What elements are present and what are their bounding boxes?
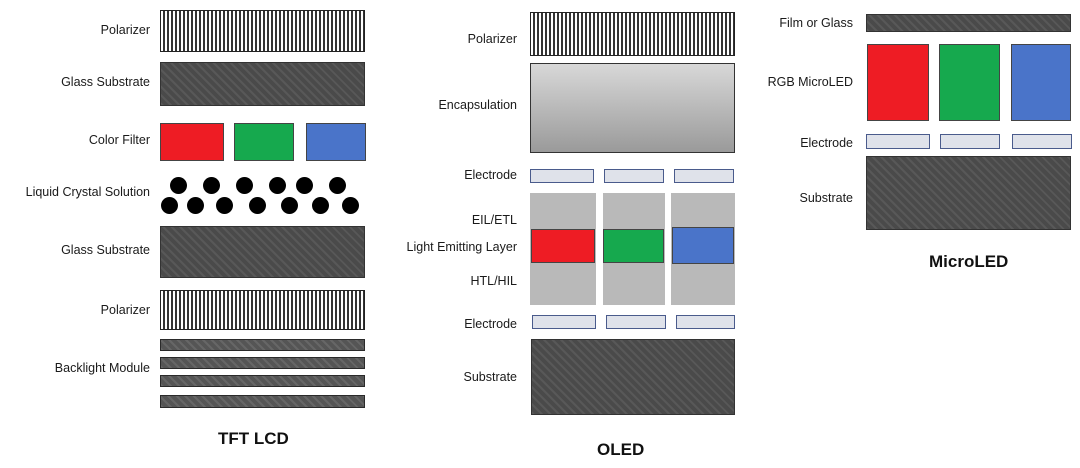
oled-emitter-green <box>603 229 664 263</box>
label-substrate: Substrate <box>463 370 517 384</box>
backlight-layer <box>160 339 365 351</box>
label-electrode-top: Electrode <box>464 168 517 182</box>
backlight-layer <box>160 357 365 369</box>
label-film-or-glass: Film or Glass <box>779 16 853 30</box>
lc-molecule <box>236 177 253 194</box>
lc-molecule <box>187 197 204 214</box>
microled-electrode <box>1012 134 1072 149</box>
oled-electrode-bottom <box>532 315 596 329</box>
microled-red <box>867 44 929 121</box>
label-rgb-microled: RGB MicroLED <box>767 75 853 89</box>
lc-molecule <box>296 177 313 194</box>
microled-blue <box>1011 44 1071 121</box>
label-light-emitting-layer: Light Emitting Layer <box>406 240 517 254</box>
lc-molecule <box>312 197 329 214</box>
microled-green <box>939 44 1000 121</box>
lcd-color-filter-red <box>160 123 224 161</box>
label-electrode: Electrode <box>800 136 853 150</box>
label-color-filter: Color Filter <box>88 133 150 147</box>
lc-molecule <box>170 177 187 194</box>
label-electrode-bottom: Electrode <box>464 317 517 331</box>
title-oled: OLED <box>597 440 645 459</box>
microled-film-or-glass <box>866 14 1071 32</box>
label-glass-substrate-bottom: Glass Substrate <box>61 243 150 257</box>
lc-molecule <box>203 177 220 194</box>
lcd-color-filter-green <box>234 123 294 161</box>
label-polarizer-top: Polarizer <box>100 23 150 37</box>
microled-substrate <box>866 156 1071 230</box>
label-polarizer-bottom: Polarizer <box>100 303 150 317</box>
lcd-polarizer-bottom <box>160 290 365 330</box>
title-tft-lcd: TFT LCD <box>218 429 289 448</box>
label-eil-etl: EIL/ETL <box>471 213 517 227</box>
label-encapsulation: Encapsulation <box>438 98 517 112</box>
lcd-glass-substrate-bottom <box>160 226 365 278</box>
oled-polarizer <box>530 12 735 56</box>
lcd-polarizer-top <box>160 10 365 52</box>
lc-molecule <box>329 177 346 194</box>
lc-molecule <box>161 197 178 214</box>
oled-electrode-bottom <box>676 315 735 329</box>
lc-molecule <box>269 177 286 194</box>
lcd-color-filter-blue <box>306 123 366 161</box>
microled-electrode <box>940 134 1000 149</box>
oled-electrode-top <box>674 169 734 183</box>
oled-electrode-bottom <box>606 315 666 329</box>
lcd-glass-substrate-top <box>160 62 365 106</box>
lc-molecule <box>216 197 233 214</box>
label-htl-hil: HTL/HIL <box>470 274 517 288</box>
label-polarizer: Polarizer <box>467 32 517 46</box>
lc-molecule <box>342 197 359 214</box>
label-glass-substrate-top: Glass Substrate <box>61 75 150 89</box>
oled-electrode-top <box>530 169 594 183</box>
oled-substrate <box>531 339 735 415</box>
label-backlight-module: Backlight Module <box>54 361 150 375</box>
oled-encapsulation <box>530 63 735 153</box>
lc-molecule <box>249 197 266 214</box>
lc-molecule <box>281 197 298 214</box>
microled-electrode <box>866 134 930 149</box>
oled-electrode-top <box>604 169 664 183</box>
backlight-layer <box>160 375 365 387</box>
oled-emitter-blue <box>672 227 734 264</box>
oled-emitter-red <box>531 229 595 263</box>
label-substrate: Substrate <box>799 191 853 205</box>
title-microled: MicroLED <box>929 252 1009 271</box>
label-liquid-crystal: Liquid Crystal Solution <box>25 185 150 199</box>
backlight-layer <box>160 395 365 408</box>
